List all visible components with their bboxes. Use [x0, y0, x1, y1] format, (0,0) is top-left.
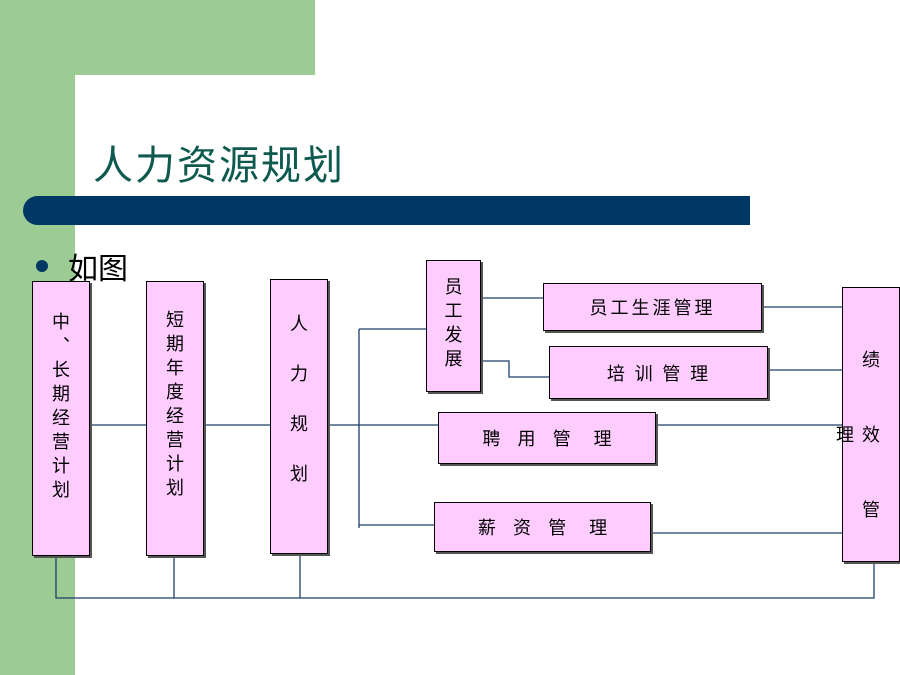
employee-development-box: 员工发展	[426, 260, 481, 392]
hr-planning-box: 人力规划	[270, 279, 328, 554]
training-management-label: 培 训 管 理	[606, 363, 711, 385]
long-term-plan-label: 中、长期经营计划	[49, 312, 70, 504]
performance-management-label: 绩 效 管 理	[833, 349, 880, 536]
training-management-box: 培 训 管 理	[549, 346, 768, 399]
title-underline-bar	[23, 196, 750, 225]
career-management-label: 员工生涯管理	[589, 298, 716, 319]
bullet-dot	[36, 260, 48, 272]
background-green-top	[0, 0, 315, 75]
compensation-management-box: 薪 资 管 理	[434, 502, 651, 552]
hr-planning-label: 人力规划	[287, 314, 308, 514]
performance-management-box: 绩 效 管 理	[833, 287, 900, 562]
compensation-management-label: 薪 资 管 理	[477, 518, 608, 539]
career-management-box: 员工生涯管理	[543, 283, 762, 331]
slide-title: 人力资源规划	[93, 143, 345, 189]
long-term-plan-box: 中、长期经营计划	[32, 281, 90, 556]
recruitment-management-box: 聘 用 管 理	[438, 412, 656, 464]
short-term-plan-label: 短期年度经营计划	[163, 310, 184, 502]
employee-development-label: 员工发展	[441, 277, 463, 373]
short-term-plan-box: 短期年度经营计划	[146, 281, 204, 556]
recruitment-management-label: 聘 用 管 理	[482, 429, 612, 450]
